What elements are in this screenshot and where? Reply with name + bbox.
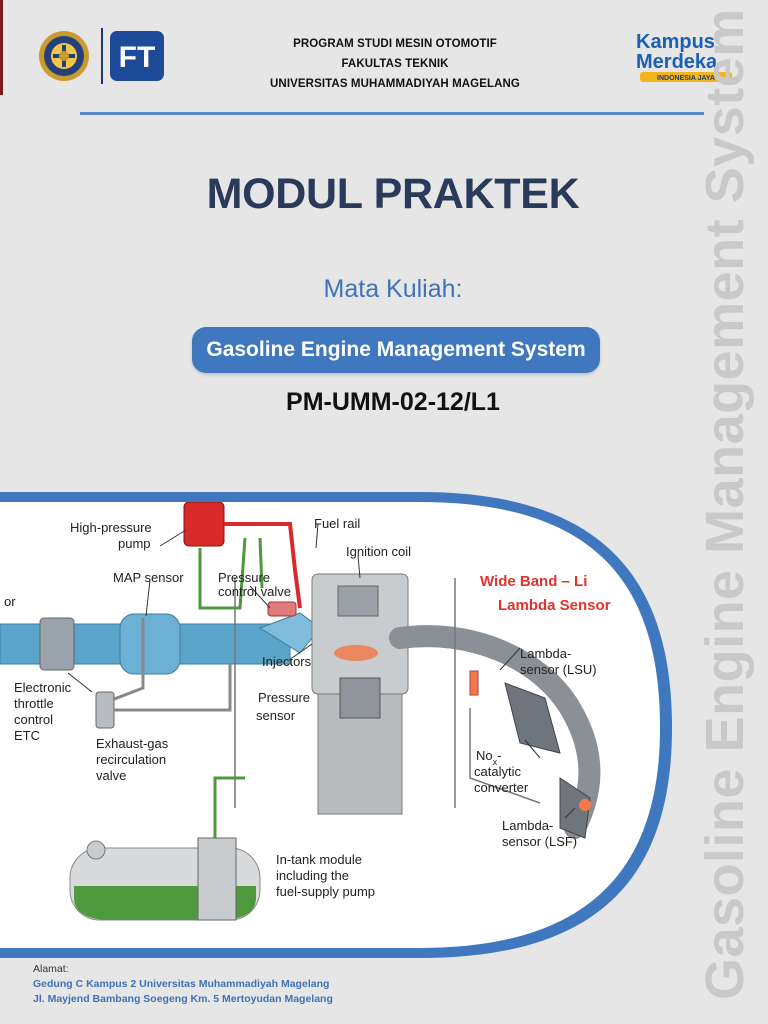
label-lambda-lsu-1: Lambda-: [520, 646, 571, 661]
institution-header: PROGRAM STUDI MESIN OTOMOTIF FAKULTAS TE…: [230, 34, 560, 94]
address-label: Alamat:: [33, 963, 69, 975]
label-egr-2: recirculation: [96, 752, 166, 767]
svg-text:Kampus: Kampus: [636, 31, 715, 53]
svg-text:catalytic: catalytic: [474, 764, 521, 779]
kampus-merdeka-logo: Kampus Merdeka INDONESIA JAYA: [636, 31, 732, 82]
svg-text:pump: pump: [118, 536, 151, 551]
svg-text:sensor: sensor: [256, 708, 296, 723]
label-injectors: Injectors: [262, 654, 312, 669]
page-title: MODUL PRAKTEK: [206, 170, 580, 218]
label-high-pressure-pump-2: pump: [118, 536, 151, 551]
label-pressure-control-valve-2: control valve: [218, 584, 291, 599]
svg-text:INDONESIA JAYA: INDONESIA JAYA: [657, 75, 715, 82]
label-in-tank-3: fuel-supply pump: [276, 884, 375, 899]
in-tank-module: [197, 837, 237, 921]
vertical-title: Gasoline Engine Management System: [695, 8, 755, 1000]
svg-text:Nox-: Nox-: [476, 748, 501, 767]
label-fuel-rail: Fuel rail: [314, 516, 360, 531]
label-lambda-lsu-2: sensor (LSU): [520, 662, 597, 677]
ft-logo-text: FT: [119, 41, 156, 74]
svg-text:fuel-supply pump: fuel-supply pump: [276, 884, 375, 899]
label-pressure-control-valve-1: Pressure: [218, 570, 270, 585]
svg-text:or: or: [4, 594, 16, 609]
svg-text:In-tank module: In-tank module: [276, 852, 362, 867]
address-block: Alamat: Gedung C Kampus 2 Universitas Mu…: [33, 962, 433, 1007]
svg-text:sensor (LSU): sensor (LSU): [520, 662, 597, 677]
svg-text:ETC: ETC: [14, 728, 40, 743]
label-pressure-sensor-1: Pressure: [258, 690, 310, 705]
label-etc-1: Electronic: [14, 680, 72, 695]
label-pressure-sensor-2: sensor: [256, 708, 296, 723]
edge-strip: [0, 0, 3, 95]
header: FT PROGRAM STUDI MESIN OTOMOTIF FAKULTAS…: [0, 0, 768, 110]
svg-text:Merdeka: Merdeka: [636, 51, 718, 73]
label-nox-1: No: [476, 748, 493, 763]
engine-diagram: High-pressure pump Fuel rail Ignition co…: [0, 478, 680, 958]
svg-text:Ignition coil: Ignition coil: [346, 544, 411, 559]
address-line-1: Gedung C Kampus 2 Universitas Muhammadiy…: [33, 978, 330, 990]
plenum: [119, 613, 181, 675]
course-name-badge: Gasoline Engine Management System: [192, 327, 600, 373]
label-egr-3: valve: [96, 768, 126, 783]
svg-text:converter: converter: [474, 780, 529, 795]
svg-text:sensor (LSF): sensor (LSF): [502, 834, 577, 849]
svg-text:control: control: [14, 712, 53, 727]
university-name: UNIVERSITAS MUHAMMADIYAH MAGELANG: [270, 78, 520, 90]
document-code: PM-UMM-02-12/L1: [286, 388, 500, 416]
throttle-body: [39, 617, 75, 671]
label-ignition-coil: Ignition coil: [346, 544, 411, 559]
svg-text:Fuel rail: Fuel rail: [314, 516, 360, 531]
svg-text:control valve: control valve: [218, 584, 291, 599]
label-lambda-lsf-1: Lambda-: [502, 818, 553, 833]
svg-text:Lambda-: Lambda-: [502, 818, 553, 833]
svg-text:recirculation: recirculation: [96, 752, 166, 767]
svg-text:Wide Band – Li: Wide Band – Li: [480, 573, 587, 590]
label-nox-2: catalytic: [474, 764, 521, 779]
label-egr-1: Exhaust-gas: [96, 736, 169, 751]
svg-text:Exhaust-gas: Exhaust-gas: [96, 736, 169, 751]
label-wide-band-1: Wide Band – Li: [480, 573, 587, 590]
label-lambda-lsf-2: sensor (LSF): [502, 834, 577, 849]
label-nox-3: converter: [474, 780, 529, 795]
label-nox-sub: x: [493, 757, 498, 767]
address-line-2: Jl. Mayjend Bambang Soegeng Km. 5 Mertoy…: [33, 993, 333, 1005]
high-pressure-pump: [183, 502, 225, 547]
ft-logo: FT: [110, 31, 164, 81]
label-map-sensor: MAP sensor: [113, 570, 184, 585]
label-etc-4: ETC: [14, 728, 40, 743]
svg-text:Injectors: Injectors: [262, 654, 312, 669]
program-name: PROGRAM STUDI MESIN OTOMOTIF: [293, 38, 497, 50]
umm-logo: [39, 31, 89, 81]
label-or-fragment: or: [4, 594, 16, 609]
faculty-name: FAKULTAS TEKNIK: [341, 58, 449, 70]
label-wide-band-2: Lambda Sensor: [498, 597, 611, 614]
svg-text:Lambda-: Lambda-: [520, 646, 571, 661]
label-etc-2: throttle: [14, 696, 54, 711]
course-label: Mata Kuliah:: [323, 275, 463, 303]
svg-text:Pressure: Pressure: [258, 690, 310, 705]
logo-divider: [101, 28, 103, 84]
svg-text:valve: valve: [96, 768, 126, 783]
svg-text:MAP sensor: MAP sensor: [113, 570, 184, 585]
catalytic-converter: [504, 682, 561, 754]
piston: [339, 677, 381, 719]
svg-text:including the: including the: [276, 868, 349, 883]
label-in-tank-2: including the: [276, 868, 349, 883]
label-high-pressure-pump-1: High-pressure: [70, 520, 152, 535]
svg-text:throttle: throttle: [14, 696, 54, 711]
exhaust-pipe: [389, 625, 601, 839]
svg-text:Pressure: Pressure: [218, 570, 270, 585]
svg-text:High-pressure: High-pressure: [70, 520, 152, 535]
egr-valve: [95, 691, 115, 729]
header-rule: [80, 112, 704, 115]
svg-text:Electronic: Electronic: [14, 680, 72, 695]
label-etc-3: control: [14, 712, 53, 727]
label-in-tank-1: In-tank module: [276, 852, 362, 867]
svg-text:Lambda Sensor: Lambda Sensor: [498, 597, 611, 614]
